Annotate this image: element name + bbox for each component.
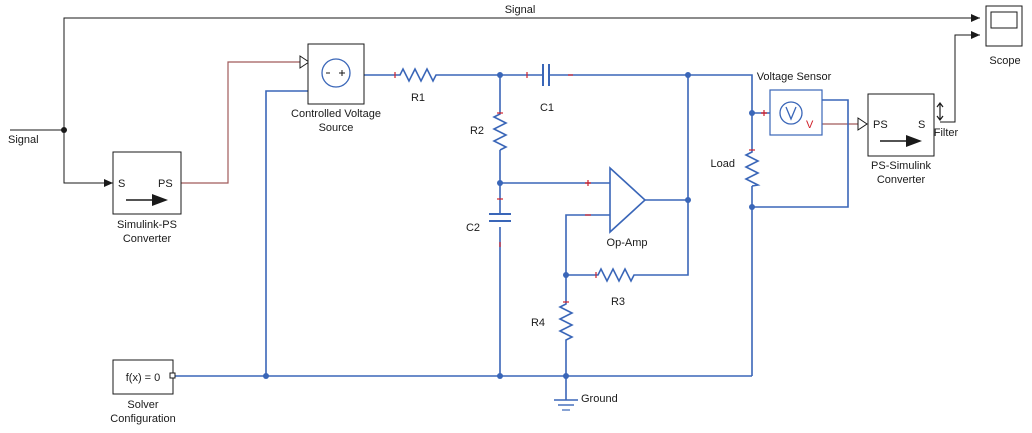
ps-simulink-port-ps: PS xyxy=(873,119,888,131)
ps-simulink-converter[interactable]: PS S xyxy=(867,93,935,157)
resistor-r2[interactable] xyxy=(492,110,508,151)
physical-junctions xyxy=(263,72,755,379)
ps-simulink-label-1: PS-Simulink xyxy=(871,160,931,172)
solver-label-2: Configuration xyxy=(110,413,175,425)
r1-label: R1 xyxy=(411,92,425,104)
ps-arrow-ps-simulink xyxy=(857,117,868,131)
ps-simulink-label-2: Converter xyxy=(877,174,926,186)
r2-label: R2 xyxy=(470,125,484,137)
up-down-arrow-icon xyxy=(936,102,944,121)
filter-block[interactable] xyxy=(936,102,944,121)
input-signal-label: Signal xyxy=(8,134,39,146)
signal-wire-top[interactable] xyxy=(63,14,980,130)
c1-label: C1 xyxy=(540,102,554,114)
signal-junction xyxy=(61,127,67,133)
scope-block[interactable] xyxy=(985,5,1023,47)
scope-screen-icon xyxy=(990,11,1018,29)
voltage-source-label-2: Source xyxy=(319,122,354,134)
load-label: Load xyxy=(711,158,735,170)
solver-configuration[interactable]: f(x) = 0 xyxy=(112,359,176,395)
signal-wire-filter-to-scope[interactable] xyxy=(940,31,980,123)
solver-label-1: Solver xyxy=(127,399,159,411)
capacitor-c1[interactable] xyxy=(526,64,573,86)
r4-label: R4 xyxy=(531,317,545,329)
op-amp[interactable] xyxy=(585,166,647,234)
voltage-source-icon xyxy=(321,58,351,88)
top-signal-label: Signal xyxy=(505,4,536,16)
simulink-ps-port-ps: PS xyxy=(158,178,173,190)
simulink-ps-port-s: S xyxy=(118,178,125,190)
load-resistor[interactable] xyxy=(744,148,761,187)
ps-signal-lines xyxy=(181,61,858,184)
voltage-sensor-label: Voltage Sensor xyxy=(757,71,832,83)
c2-label: C2 xyxy=(466,222,480,234)
scope-label: Scope xyxy=(989,55,1020,67)
ground-icon[interactable] xyxy=(554,399,578,411)
signal-wire-to-simulink-ps[interactable] xyxy=(63,130,113,187)
ps-simulink-port-s: S xyxy=(918,119,925,131)
controlled-voltage-source[interactable] xyxy=(307,43,365,105)
physical-lines xyxy=(173,74,849,400)
wire-source-minus[interactable] xyxy=(265,90,308,376)
resistor-r3[interactable] xyxy=(594,267,638,283)
resistor-r4[interactable] xyxy=(558,300,574,348)
ps-arrow-voltage-source xyxy=(299,55,310,69)
wire-out-vertical[interactable] xyxy=(638,75,689,276)
signal-lines xyxy=(10,14,980,187)
ground-label: Ground xyxy=(581,393,618,405)
voltage-sensor[interactable]: V xyxy=(761,89,823,136)
simulink-ps-label-1: Simulink-PS xyxy=(117,219,177,231)
filter-label: Filter xyxy=(934,127,959,139)
r3-label: R3 xyxy=(611,296,625,308)
wire-c1-to-right[interactable] xyxy=(555,74,753,148)
wire-opamp-minus[interactable] xyxy=(565,214,610,300)
capacitor-c2[interactable] xyxy=(489,198,511,247)
voltage-source-label-1: Controlled Voltage xyxy=(291,108,381,120)
solver-text: f(x) = 0 xyxy=(126,372,161,384)
voltage-sensor-port-v: V xyxy=(806,119,814,131)
op-amp-label: Op-Amp xyxy=(607,237,648,249)
voltmeter-icon xyxy=(779,101,803,125)
simulink-ps-converter[interactable]: S PS xyxy=(112,151,182,215)
simulink-ps-label-2: Converter xyxy=(123,233,172,245)
resistor-r1[interactable] xyxy=(394,67,440,83)
ps-wire-to-voltage-source[interactable] xyxy=(181,61,300,184)
